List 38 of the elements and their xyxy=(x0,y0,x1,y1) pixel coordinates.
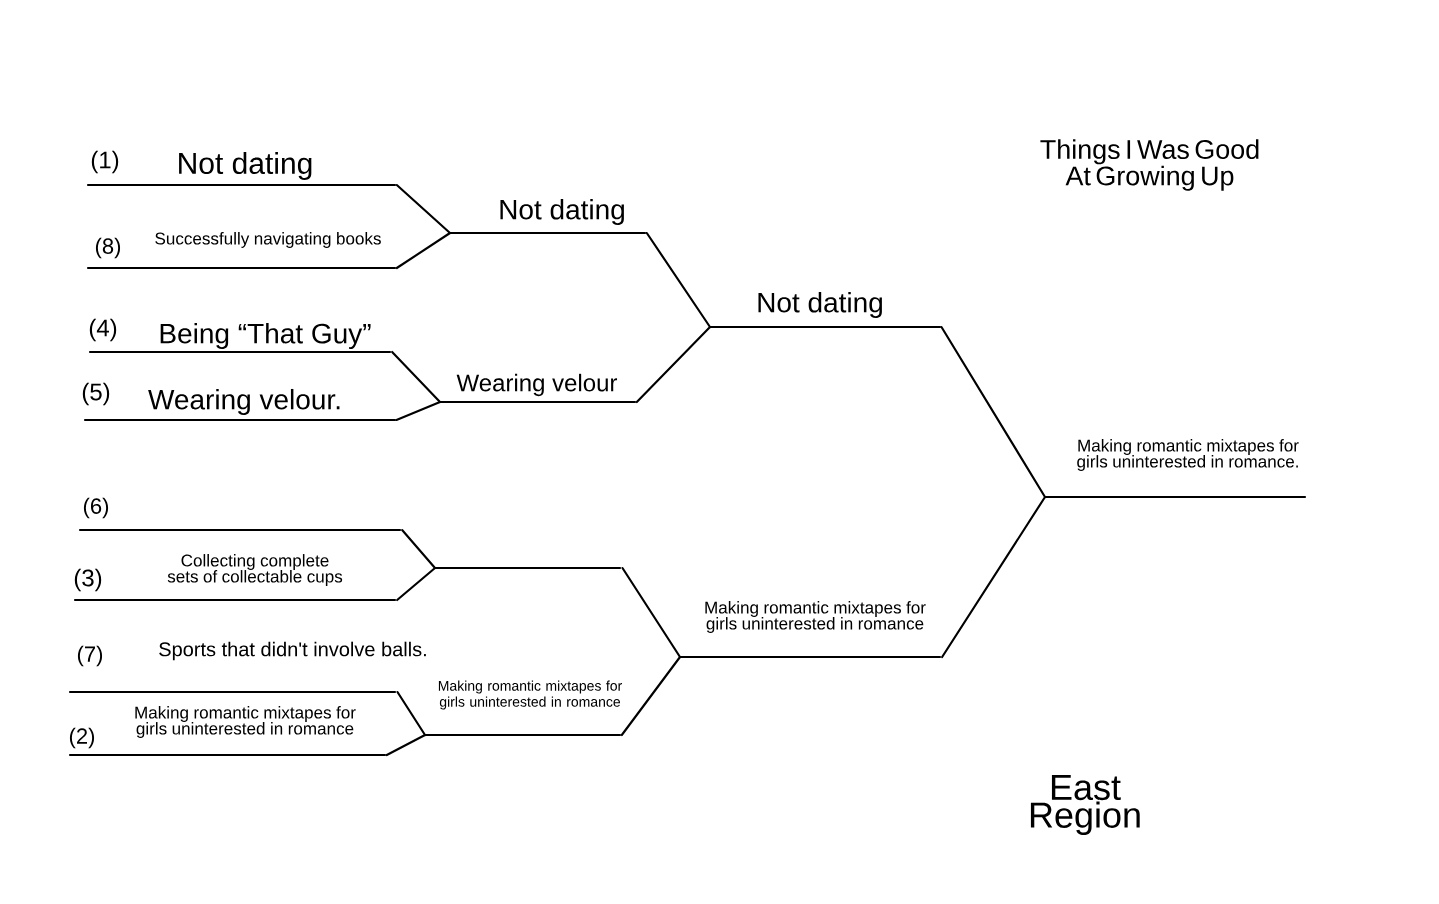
entry-text: Not dating xyxy=(758,291,882,319)
region-label: East Region xyxy=(1030,775,1140,835)
entry-text: Making romantic mixtapes for girls uninterested in romance xyxy=(705,601,926,633)
bracket-connector xyxy=(635,325,712,404)
bracket-connector xyxy=(401,528,437,570)
seed-number: (3) xyxy=(74,568,102,592)
seed-number: (2) xyxy=(69,727,95,749)
bracket-connector xyxy=(395,183,452,235)
bracket-connector xyxy=(940,325,1047,499)
seed-number: (1) xyxy=(91,150,119,174)
seed-number: (4) xyxy=(89,318,117,342)
entry-text: Making romantic mixtapes for girls uninterested in romance xyxy=(438,680,622,710)
bracket-connector xyxy=(395,231,452,270)
bracket-connector xyxy=(391,350,442,404)
bracket-connector xyxy=(621,566,682,659)
bracket-connector xyxy=(385,733,427,757)
seed-number: (7) xyxy=(77,645,103,667)
entry-text: Not dating xyxy=(500,198,624,226)
bracket-connector xyxy=(396,566,437,602)
bracket-connector xyxy=(645,231,712,329)
entry-text: Successfully navigating books xyxy=(155,232,381,248)
bracket-line xyxy=(433,566,622,570)
entry-text: Collecting complete sets of collectable cups xyxy=(167,554,343,586)
bracket-connector xyxy=(395,400,442,422)
seed-number: (8) xyxy=(95,237,121,259)
entry-text: Wearing velour. xyxy=(148,388,340,416)
seed-number: (5) xyxy=(82,382,110,406)
bracket-connector xyxy=(620,655,682,737)
entry-text: Making romantic mixtapes for girls uninterested in romance. xyxy=(1077,439,1299,471)
seed-number: (6) xyxy=(83,497,109,519)
entry-text: Not dating xyxy=(179,152,312,180)
bracket-connector xyxy=(941,495,1047,659)
title: Things I Was Good At Growing Up xyxy=(1040,139,1259,191)
bracket-connector xyxy=(396,690,427,737)
entry-text: Being “That Guy” xyxy=(160,322,371,350)
entry-text: Wearing velour xyxy=(456,373,618,397)
entry-text: Making romantic mixtapes for girls uninterested in romance xyxy=(135,706,356,738)
entry-text: Sports that didn't involve balls. xyxy=(159,641,426,661)
